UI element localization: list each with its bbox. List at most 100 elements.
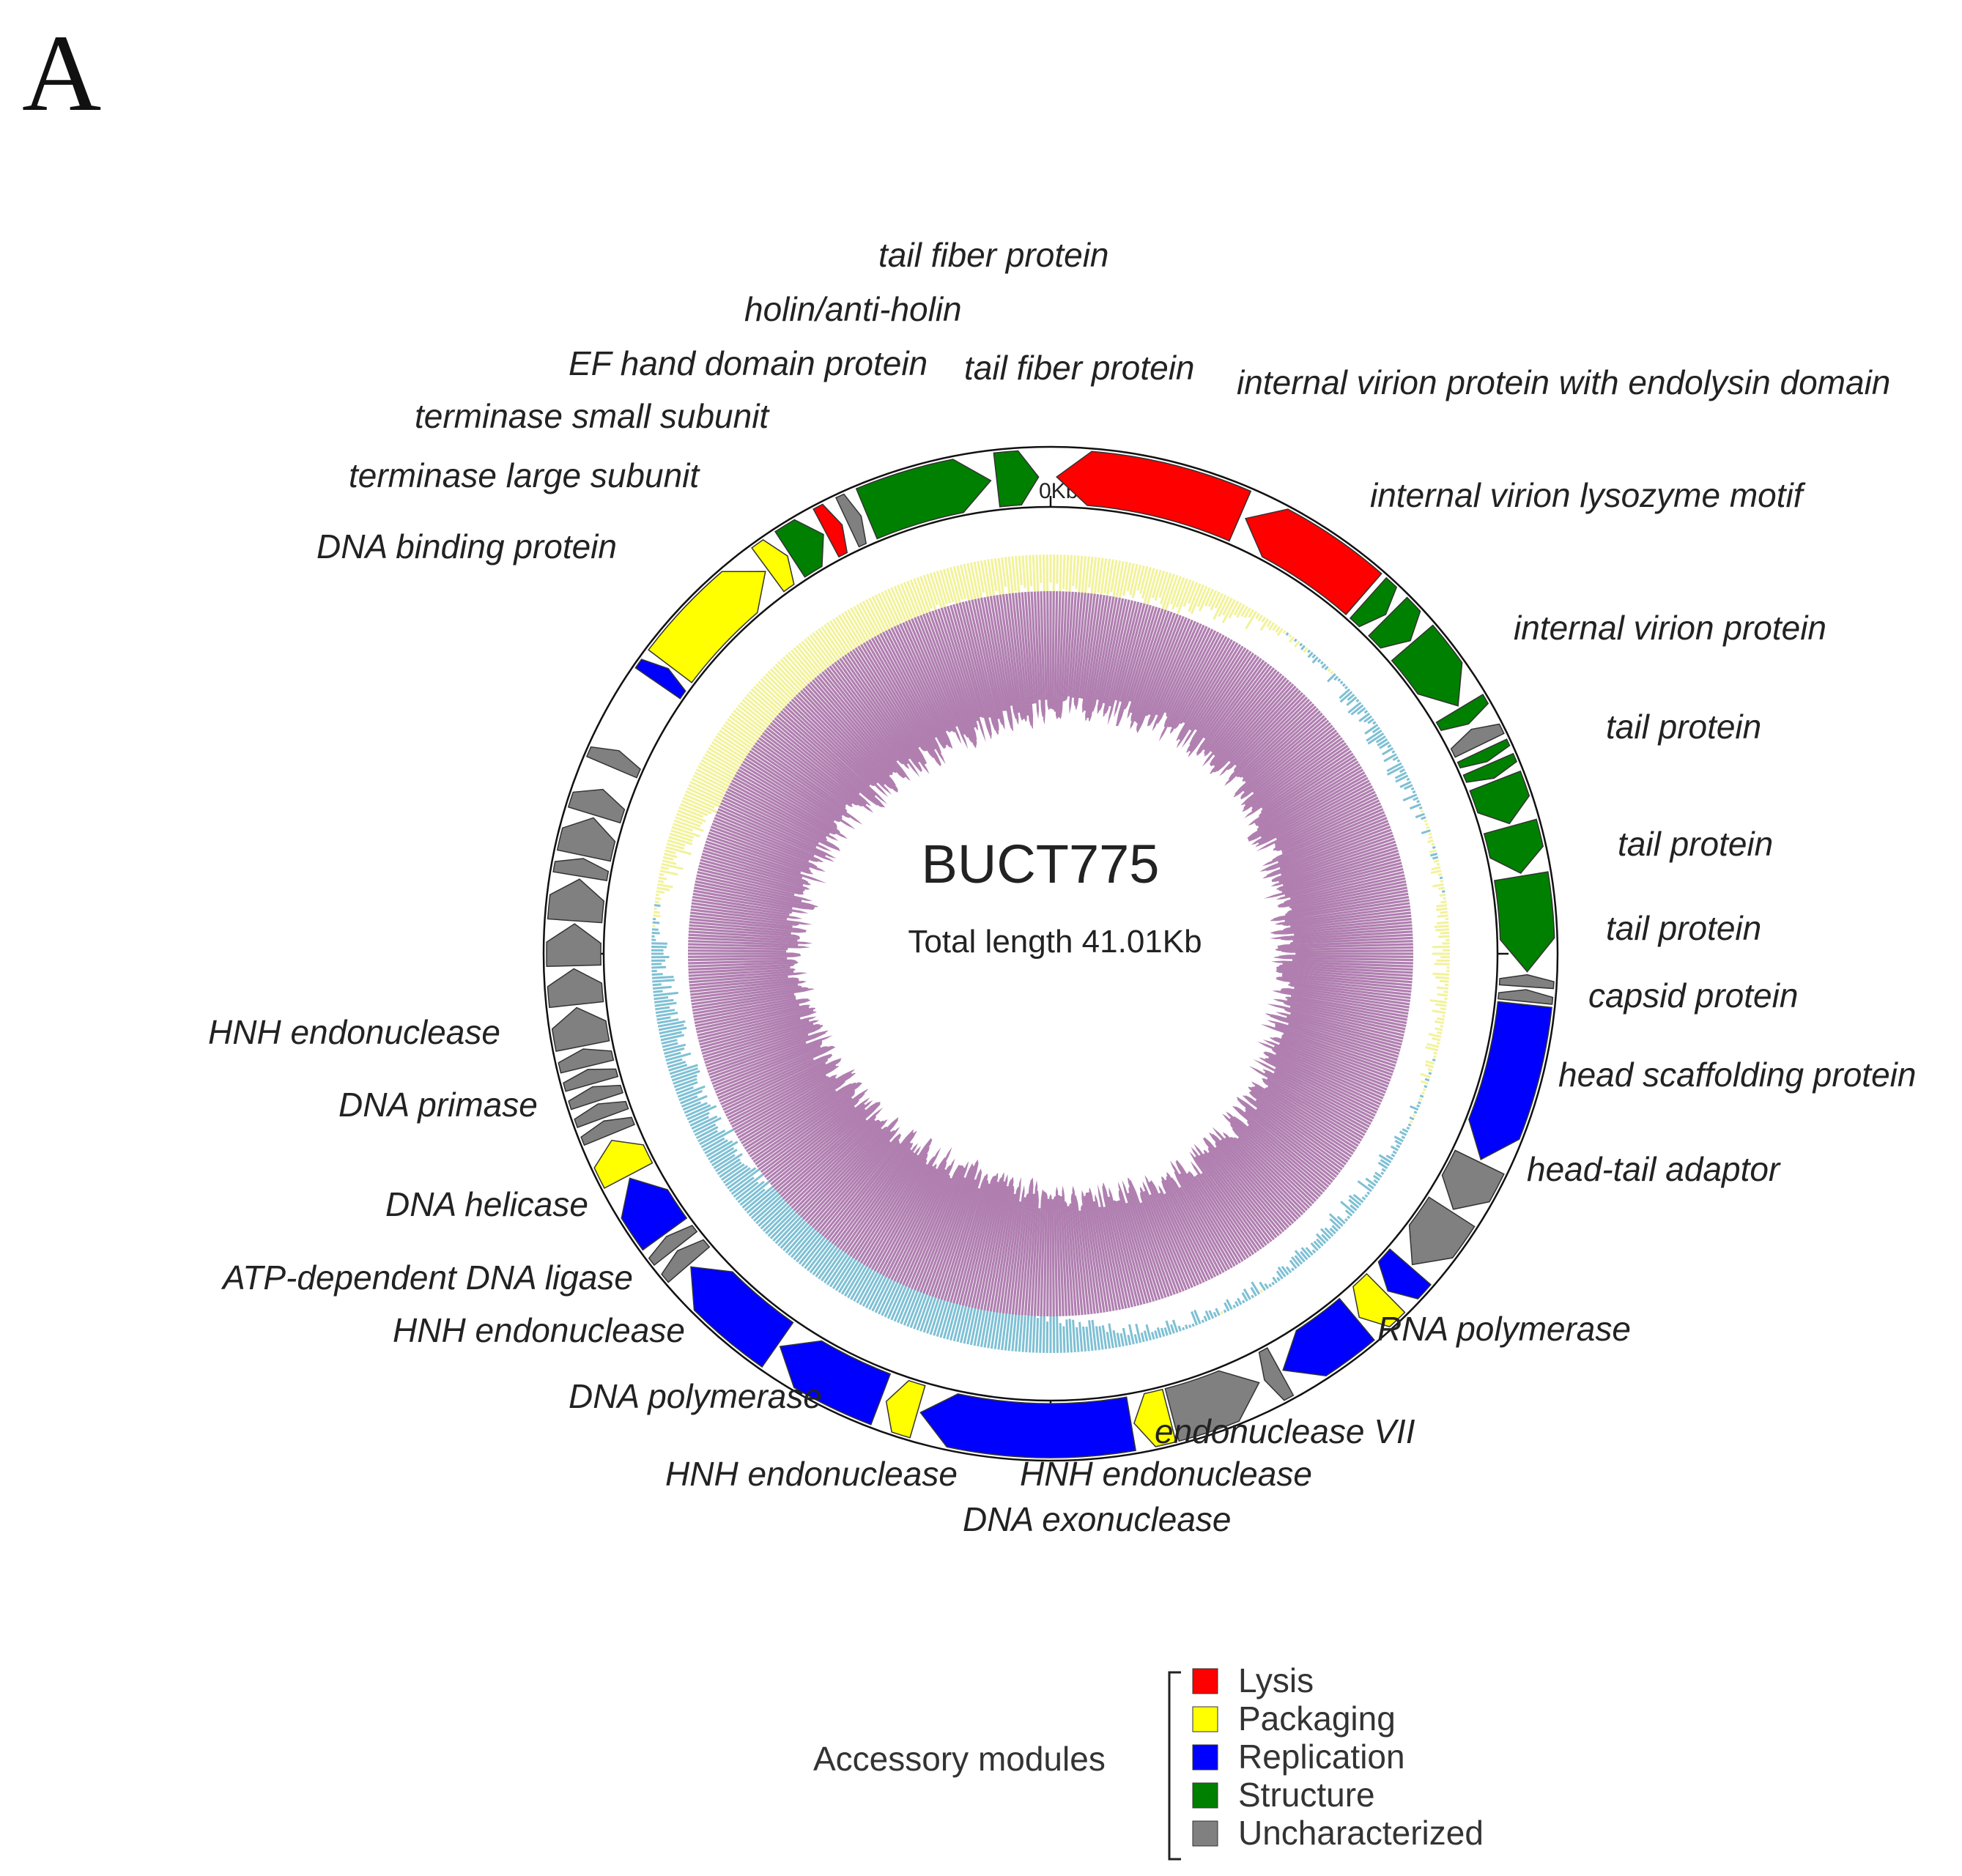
gc-content-bar <box>738 1072 853 1142</box>
gc-content-bar <box>1276 802 1382 853</box>
gc-content-bar <box>719 1058 815 1102</box>
gc-content-bar <box>1108 601 1137 707</box>
gc-skew-bar <box>1220 1310 1224 1315</box>
gc-content-bar <box>1030 1190 1040 1316</box>
gc-skew-bar <box>735 1181 759 1201</box>
gc-skew-bar <box>959 564 971 606</box>
gene-track <box>546 450 1555 1458</box>
gc-content-bar <box>691 986 809 1006</box>
gc-content-bar <box>1287 889 1408 913</box>
gc-skew-bar <box>980 560 990 603</box>
gc-skew-bar <box>1164 574 1179 611</box>
gc-content-bar <box>733 1075 829 1131</box>
gc-content-bar <box>1212 1132 1295 1224</box>
gc-content-bar <box>849 650 927 765</box>
gc-content-bar <box>689 914 793 928</box>
gc-content-bar <box>774 1101 878 1190</box>
gc-content-bar <box>717 1046 836 1100</box>
gc-skew-bar <box>715 1153 743 1173</box>
gene-arrow-uncharacterized <box>574 1100 629 1129</box>
gc-content-bar <box>751 747 864 826</box>
gc-content-bar <box>700 1019 810 1052</box>
gc-content-bar <box>1078 593 1093 699</box>
gc-skew-bar <box>1432 883 1444 888</box>
gc-skew-bar <box>1436 904 1448 908</box>
gc-content-bar <box>694 997 809 1021</box>
gc-content-bar <box>1281 987 1410 1009</box>
gc-skew-bar <box>653 911 660 914</box>
gc-content-bar <box>1033 591 1041 700</box>
gc-content-bar <box>1259 820 1389 873</box>
gc-skew-bar <box>748 1189 780 1217</box>
gc-content-bar <box>1201 671 1280 768</box>
gc-content-bar <box>1263 861 1402 900</box>
gc-skew-bar <box>1422 1088 1426 1091</box>
gc-content-bar <box>1086 595 1108 719</box>
gc-skew-bar <box>680 803 708 817</box>
gc-skew-bar <box>669 1064 698 1075</box>
gc-content-bar <box>791 698 878 785</box>
gc-skew-bar <box>1141 567 1152 599</box>
gc-skew-bar <box>1129 563 1139 596</box>
gc-skew-bar <box>1158 571 1169 598</box>
gc-skew-bar <box>1365 1177 1377 1187</box>
gc-content-bar <box>1174 636 1228 730</box>
gc-content-bar <box>986 1179 1013 1311</box>
gc-content-bar <box>821 671 912 782</box>
gc-content-bar <box>1069 1203 1081 1316</box>
gc-content-bar <box>1270 899 1410 922</box>
gc-content-bar <box>749 1081 861 1158</box>
gc-content-bar <box>1106 601 1140 726</box>
gc-content-bar <box>1102 599 1130 718</box>
gc-content-bar <box>974 1171 1006 1309</box>
gc-content-bar <box>1247 1086 1352 1158</box>
gc-content-bar <box>1281 1034 1393 1076</box>
gc-content-bar <box>708 831 810 870</box>
gc-skew-bar <box>1065 1319 1070 1353</box>
gc-skew-bar <box>697 1130 719 1143</box>
gc-content-bar <box>719 1053 832 1105</box>
gc-skew-bar <box>1412 1113 1416 1118</box>
gc-skew-bar <box>746 1184 781 1215</box>
gc-content-bar <box>922 1163 974 1294</box>
gc-skew-bar <box>656 890 665 894</box>
gene-label: DNA binding protein <box>316 527 617 566</box>
gc-content-bar <box>917 1160 970 1292</box>
gc-skew-bar <box>1396 1144 1401 1149</box>
gc-skew-bar <box>1271 1281 1276 1286</box>
gc-content-bar <box>1018 1179 1032 1316</box>
gc-skew-bar <box>1434 1020 1444 1025</box>
gc-content-bar <box>865 640 941 767</box>
gc-content-bar <box>693 997 796 1018</box>
gene-labels: tail fiber protein holin/anti-holin EF h… <box>208 236 1916 1538</box>
gc-skew-bar <box>721 1163 745 1181</box>
gc-skew-bar <box>1160 1327 1166 1338</box>
gc-skew-bar <box>657 1020 686 1028</box>
gc-content-bar <box>996 1193 1016 1313</box>
gc-content-bar <box>1148 618 1191 716</box>
gc-content-bar <box>1247 755 1355 827</box>
gc-content-bar <box>1203 1136 1285 1233</box>
gc-content-bar <box>949 604 985 719</box>
gene-arrow-uncharacterized <box>563 1068 619 1092</box>
gc-skew-bar <box>1374 1171 1382 1179</box>
gc-skew-bar <box>1243 607 1251 618</box>
gc-content-bar <box>701 1019 820 1055</box>
gc-skew-bar <box>1373 1179 1379 1184</box>
gc-content-bar <box>908 1165 962 1289</box>
gc-content-bar <box>780 710 876 797</box>
gc-skew-bar <box>1119 1332 1125 1347</box>
gc-skew-bar <box>1257 615 1264 622</box>
gc-content-bar <box>884 630 947 749</box>
gene-label: internal virion lysozyme motif <box>1370 476 1806 514</box>
gc-content-bar <box>809 1129 896 1226</box>
gc-content-bar <box>955 603 993 735</box>
gc-content-bar <box>841 1142 919 1252</box>
gene-arrow-uncharacterized <box>1408 1196 1476 1266</box>
gc-content-bar <box>780 1119 867 1198</box>
gc-content-bar <box>1283 1002 1406 1031</box>
gc-content-bar <box>931 610 978 741</box>
gc-content-bar <box>958 1176 994 1305</box>
gc-skew-bar <box>952 566 963 600</box>
gc-content-bar <box>705 840 802 874</box>
